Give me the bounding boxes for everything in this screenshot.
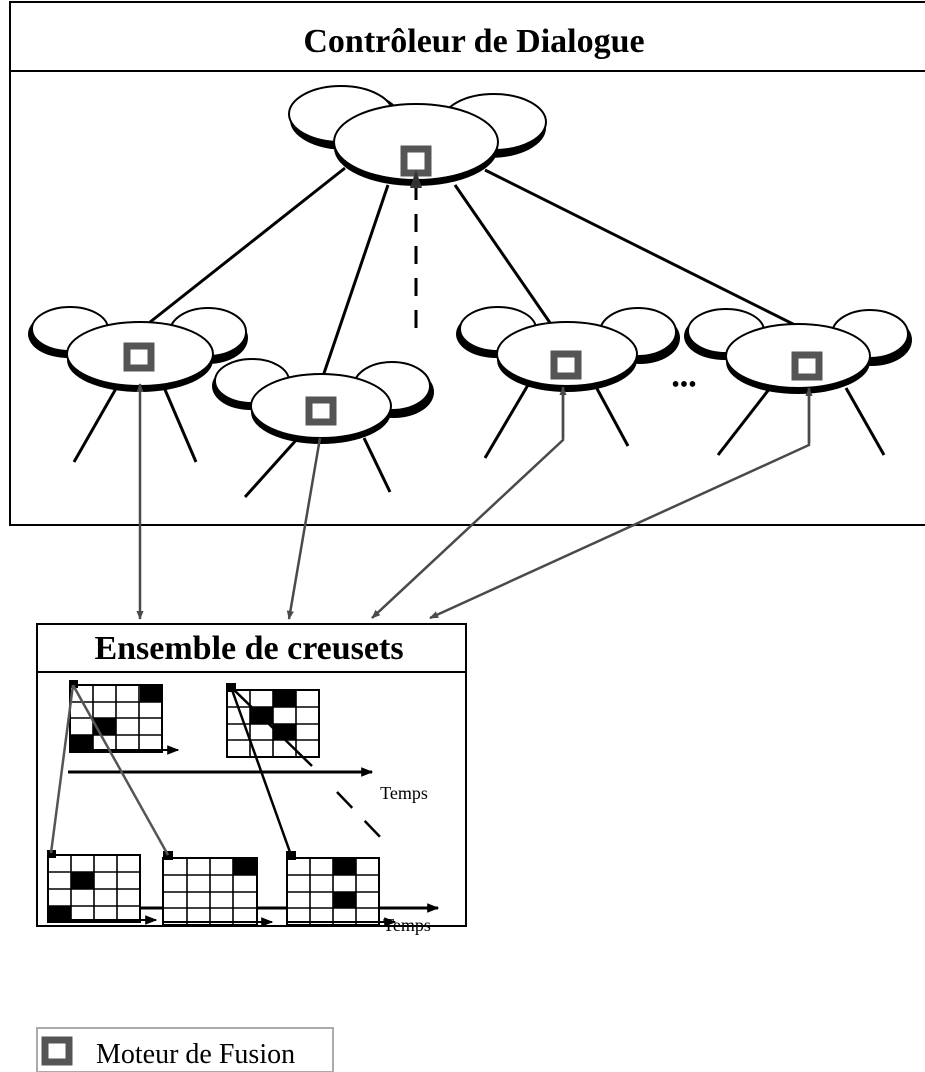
agent-node-3 <box>456 306 680 459</box>
legend: Moteur de Fusion <box>36 1027 334 1072</box>
agent-crucible-arrows <box>136 383 813 620</box>
agent-node-1 <box>28 306 248 463</box>
crucible-grid-1 <box>69 680 180 755</box>
agent-node-4 <box>684 308 912 456</box>
fusion-engine-icon <box>791 351 823 381</box>
crucible-grid-3 <box>47 850 158 925</box>
fusion-engine-icon <box>41 1036 73 1066</box>
crucible-grid-5 <box>286 851 397 927</box>
fusion-engine-icon <box>123 342 155 372</box>
fusion-engine-icon <box>305 396 337 426</box>
tree-edges <box>139 166 806 386</box>
agent-root <box>288 85 547 186</box>
dashed-arrow-to-root <box>410 170 422 328</box>
crucible-grid-4 <box>162 851 274 927</box>
controller-title: Contrôleur de Dialogue <box>303 23 644 60</box>
agent-node-2 <box>212 358 434 499</box>
legend-label: Moteur de Fusion <box>96 1039 295 1070</box>
time-label-top: Temps <box>380 783 428 803</box>
timeline-top: Temps <box>68 767 428 803</box>
time-label-bottom: Temps <box>383 915 431 935</box>
more-nodes-ellipsis: ••• <box>671 372 696 398</box>
fusion-engine-icon <box>550 350 582 380</box>
crucible-grid-2 <box>226 683 320 758</box>
crucible-links <box>49 684 384 856</box>
crucible-set-title: Ensemble de creusets <box>94 630 403 667</box>
dialogue-controller-box: Contrôleur de Dialogue <box>9 1 925 526</box>
